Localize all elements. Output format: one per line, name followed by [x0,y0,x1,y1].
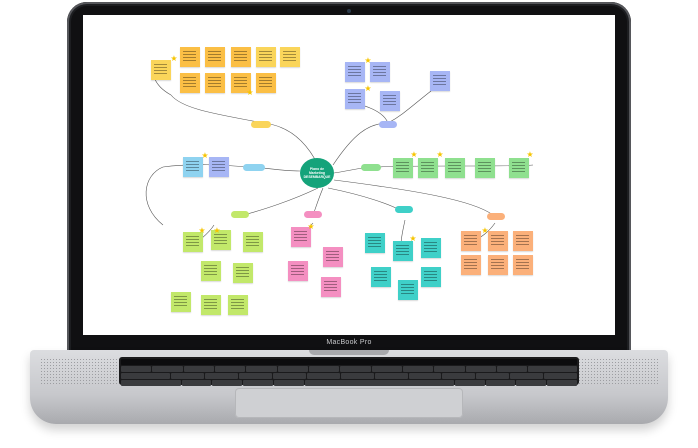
star-icon: ★ [170,54,178,63]
star-icon: ★ [201,151,209,160]
topic-pill[interactable] [379,121,397,128]
sticky-note[interactable] [421,267,441,287]
sticky-note[interactable] [430,71,450,91]
sticky-note[interactable] [180,47,200,67]
star-icon: ★ [364,56,372,65]
sticky-note[interactable] [345,89,365,109]
sticky-note[interactable] [321,277,341,297]
sticky-note[interactable] [461,231,481,251]
trackpad[interactable] [235,388,463,418]
star-icon: ★ [436,150,444,159]
sticky-note[interactable] [323,247,343,267]
sticky-note[interactable] [183,232,203,252]
sticky-note[interactable] [461,255,481,275]
sticky-note[interactable] [151,60,171,80]
laptop-chin: MacBook Pro [71,336,627,350]
sticky-note[interactable] [393,158,413,178]
sticky-note[interactable] [201,295,221,315]
star-icon: ★ [364,84,372,93]
sticky-note[interactable] [231,47,251,67]
sticky-note[interactable] [370,62,390,82]
sticky-note[interactable] [509,158,529,178]
star-icon: ★ [213,226,221,235]
topic-pill[interactable] [395,206,413,213]
sticky-note[interactable] [288,261,308,281]
sticky-note[interactable] [205,47,225,67]
sticky-note[interactable] [233,263,253,283]
sticky-note[interactable] [513,255,533,275]
star-icon: ★ [526,150,534,159]
sticky-note[interactable] [256,47,276,67]
sticky-note[interactable] [280,47,300,67]
central-topic[interactable]: Plano de Marketing DESEMBARQUE [300,158,334,188]
sticky-note[interactable] [445,158,465,178]
mind-map-screen[interactable]: ★ ★ ★ ★ ★ Plano de Marketing DESEMBARQUE… [83,15,615,335]
brand-label: MacBook Pro [326,339,372,346]
sticky-note[interactable] [209,157,229,177]
sticky-note[interactable] [243,232,263,252]
camera [347,9,351,13]
sticky-note[interactable] [393,241,413,261]
laptop-base [30,350,668,424]
sticky-note[interactable] [201,261,221,281]
sticky-note[interactable] [231,73,251,93]
star-icon: ★ [198,226,206,235]
star-icon: ★ [410,150,418,159]
lid-notch [309,350,389,355]
speaker-grille-right [578,358,658,384]
sticky-note[interactable] [291,227,311,247]
sticky-note[interactable] [228,295,248,315]
sticky-note[interactable] [371,267,391,287]
topic-pill[interactable] [243,164,265,171]
keyboard[interactable] [119,357,579,386]
sticky-note[interactable] [398,280,418,300]
star-icon: ★ [409,234,417,243]
topic-pill[interactable] [487,213,505,220]
sticky-note[interactable] [421,238,441,258]
topic-pill[interactable] [361,164,381,171]
star-icon: ★ [246,88,254,97]
sticky-note[interactable] [488,231,508,251]
topic-pill[interactable] [231,211,249,218]
sticky-note[interactable] [180,73,200,93]
sticky-note[interactable] [365,233,385,253]
sticky-note[interactable] [418,158,438,178]
sticky-note[interactable] [183,157,203,177]
sticky-note[interactable] [513,231,533,251]
sticky-note[interactable] [475,158,495,178]
topic-pill[interactable] [251,121,271,128]
star-icon: ★ [481,226,489,235]
star-icon: ★ [307,222,315,231]
sticky-note[interactable] [171,292,191,312]
sticky-note[interactable] [211,230,231,250]
sticky-note[interactable] [380,91,400,111]
sticky-note[interactable] [488,255,508,275]
speaker-grille-left [40,358,120,384]
sticky-note[interactable] [256,73,276,93]
sticky-note[interactable] [345,62,365,82]
sticky-note[interactable] [205,73,225,93]
topic-pill[interactable] [304,211,322,218]
